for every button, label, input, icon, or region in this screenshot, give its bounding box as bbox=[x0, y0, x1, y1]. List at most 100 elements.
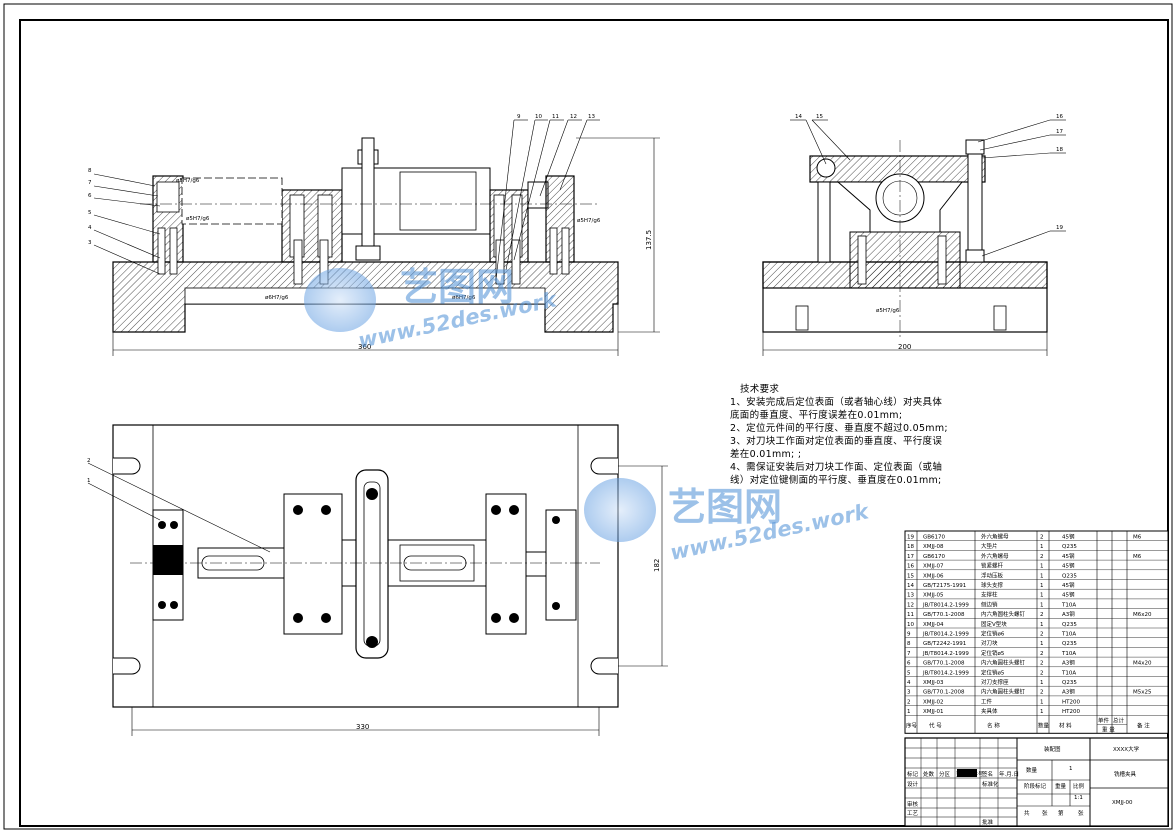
tb-role: 工艺 bbox=[907, 810, 919, 817]
tb-qty-value: 1 bbox=[1069, 766, 1073, 772]
part-name: 工件 bbox=[981, 697, 993, 705]
part-note: M6x20 bbox=[1133, 612, 1152, 618]
callout-18: 18 bbox=[1056, 147, 1063, 153]
part-name: 球头支撑 bbox=[981, 581, 1004, 589]
part-name: 对刀支撑座 bbox=[981, 678, 1009, 686]
part-name: 夹具体 bbox=[981, 707, 998, 715]
tb-row-label: 标记 bbox=[907, 770, 919, 778]
part-no: 2 bbox=[907, 699, 911, 705]
part-code: GB/T2175-1991 bbox=[923, 583, 966, 589]
part-code: XMJJ-04 bbox=[923, 622, 944, 628]
fit-label: ø5H7/g6 bbox=[577, 218, 601, 224]
part-qty: 1 bbox=[1040, 583, 1044, 589]
part-code: XMJJ-08 bbox=[923, 544, 944, 550]
part-material: Q235 bbox=[1062, 622, 1077, 628]
part-name: 大垫片 bbox=[981, 542, 998, 550]
callout-10: 10 bbox=[535, 114, 542, 120]
parts-header-cell: 备 注 bbox=[1137, 721, 1150, 729]
part-material: A3钢 bbox=[1062, 688, 1075, 696]
dim-200: 200 bbox=[898, 343, 911, 351]
part-qty: 2 bbox=[1040, 661, 1044, 667]
part-note: M6 bbox=[1133, 535, 1142, 541]
part-qty: 2 bbox=[1040, 632, 1044, 638]
callout-13: 13 bbox=[588, 114, 595, 120]
fit-label: ø5H7/g6 bbox=[876, 308, 900, 314]
part-code: XMJJ-06 bbox=[923, 573, 944, 579]
part-code: GB/T70.1-2008 bbox=[923, 690, 965, 696]
part-code: JB/T8014.2-1999 bbox=[922, 651, 969, 657]
part-name: 侧边销 bbox=[981, 600, 998, 608]
part-no: 9 bbox=[907, 632, 911, 638]
part-qty: 2 bbox=[1040, 535, 1044, 541]
callout-12: 12 bbox=[570, 114, 577, 120]
tb-row-label: 签名 bbox=[982, 770, 993, 778]
part-qty: 1 bbox=[1040, 593, 1044, 599]
part-no: 19 bbox=[907, 535, 914, 541]
part-qty: 1 bbox=[1040, 544, 1044, 550]
callout-4: 4 bbox=[88, 225, 92, 231]
part-no: 3 bbox=[907, 690, 911, 696]
part-qty: 2 bbox=[1040, 554, 1044, 560]
part-code: GB6170 bbox=[923, 554, 946, 560]
tech-line: 1、安装完成后定位表面（或者轴心线）对夹具体 bbox=[730, 396, 942, 408]
parts-header-cell: 总计 bbox=[1113, 716, 1125, 724]
part-material: 45钢 bbox=[1062, 581, 1075, 589]
tech-line: 线）对定位键侧面的平行度、垂直度在0.01mm; bbox=[730, 474, 942, 486]
part-no: 17 bbox=[907, 554, 914, 560]
part-qty: 1 bbox=[1040, 680, 1044, 686]
dim-330: 330 bbox=[356, 723, 369, 731]
part-qty: 2 bbox=[1040, 651, 1044, 657]
part-no: 13 bbox=[907, 593, 914, 599]
tb-role: 审核 bbox=[907, 800, 919, 808]
callout-15: 15 bbox=[816, 114, 823, 120]
part-name: 定位销ø5 bbox=[981, 668, 1005, 676]
part-code: XMJJ-01 bbox=[923, 709, 944, 715]
tb-qty-label: 数量 bbox=[1026, 766, 1038, 774]
part-material: HT200 bbox=[1062, 709, 1080, 715]
tb-weight: 重量 bbox=[1055, 782, 1067, 790]
part-no: 11 bbox=[907, 612, 914, 618]
fit-label: ø5H7/g6 bbox=[186, 216, 210, 222]
part-no: 1 bbox=[907, 709, 911, 715]
part-material: 45钢 bbox=[1062, 533, 1075, 541]
part-no: 15 bbox=[907, 573, 914, 579]
title-block: 标记 处数 分区 更改文件号 签名 年.月.日 设计 标准化 审核 工艺 批准 … bbox=[904, 737, 1169, 827]
tech-line: 差在0.01mm; ; bbox=[730, 448, 801, 460]
callout-6: 6 bbox=[88, 193, 92, 199]
part-name: 锁紧螺杆 bbox=[981, 562, 1004, 570]
part-code: GB6170 bbox=[923, 535, 946, 541]
side-view: 200 ø5H7/g6 14 15 16 17 18 19 bbox=[762, 114, 1066, 356]
parts-header-cell: 名 称 bbox=[987, 721, 1000, 729]
parts-header-cell: 数量 bbox=[1038, 721, 1050, 729]
part-no: 18 bbox=[907, 544, 914, 550]
part-material: Q235 bbox=[1062, 573, 1077, 579]
parts-header-cell: 单件 bbox=[1098, 716, 1110, 724]
part-name: 外六角螺母 bbox=[981, 533, 1009, 541]
fit-label: ø6H7/g6 bbox=[265, 295, 289, 301]
part-no: 16 bbox=[907, 564, 914, 570]
callout-8: 8 bbox=[88, 168, 92, 174]
parts-header-cell: 重 量 bbox=[1102, 725, 1115, 733]
tb-scale-value: 1:1 bbox=[1074, 795, 1083, 801]
inner-border bbox=[19, 19, 1169, 827]
dim-137-5: 137.5 bbox=[645, 230, 653, 250]
parts-header-cell: 材 料 bbox=[1059, 721, 1072, 729]
callout-14: 14 bbox=[795, 114, 802, 120]
callout-17: 17 bbox=[1056, 129, 1063, 135]
part-qty: 1 bbox=[1040, 564, 1044, 570]
part-code: JB/T8014.2-1999 bbox=[922, 670, 969, 676]
top-view: 330 182 2 1 bbox=[87, 424, 668, 736]
part-material: 45钢 bbox=[1062, 552, 1075, 560]
tb-scale-label: 比例 bbox=[1073, 782, 1085, 790]
fit-label: ø6H7/g6 bbox=[452, 295, 476, 301]
part-qty: 2 bbox=[1040, 690, 1044, 696]
part-material: Q235 bbox=[1062, 680, 1077, 686]
part-qty: 2 bbox=[1040, 612, 1044, 618]
part-material: 45钢 bbox=[1062, 562, 1075, 570]
part-no: 12 bbox=[907, 602, 914, 608]
tb-drawing-no: XMJJ-00 bbox=[1112, 800, 1133, 806]
part-no: 8 bbox=[907, 641, 911, 647]
tb-drawing-type: 装配图 bbox=[1044, 745, 1061, 753]
tb-school: XXXX大学 bbox=[1113, 745, 1140, 753]
